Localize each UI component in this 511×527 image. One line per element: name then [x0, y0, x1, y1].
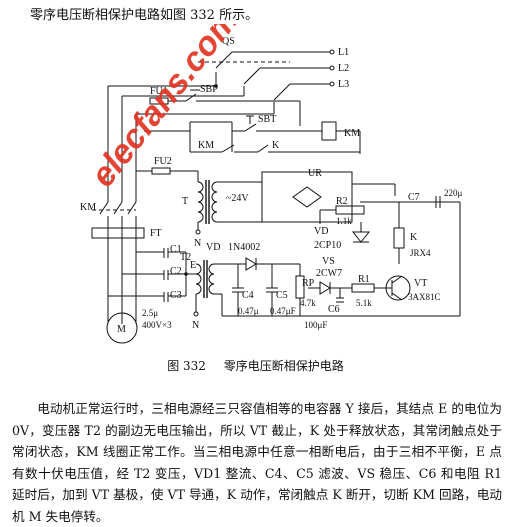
label-vs: VS — [322, 256, 335, 267]
label-c4v: 0.47μ — [238, 306, 259, 316]
label-c7: C7 — [408, 192, 420, 203]
transformer-t2: T2 N — [180, 252, 236, 331]
label-fu1: FU1 — [150, 86, 168, 97]
label-km-contact: KM — [198, 140, 214, 151]
label-24v: ~24V — [226, 193, 249, 204]
label-km-coil: KM — [344, 128, 360, 139]
thermal-relay-ft — [91, 227, 145, 239]
label-krel: JRX4 — [410, 248, 431, 258]
transistor-vt — [385, 275, 411, 301]
label-r1: R1 — [358, 274, 370, 285]
relay-k — [393, 227, 405, 249]
body-paragraph: 电动机正常运行时，三相电源经三只容值相等的电容器 Y 接后，其结点 E 的电位为… — [12, 401, 502, 524]
label-c5v: 0.47μF — [270, 306, 296, 316]
label-ft: FT — [150, 228, 162, 239]
motor-branch: KM FT M — [80, 201, 162, 344]
label-qs: QS — [222, 36, 235, 47]
label-fu2: FU2 — [154, 156, 172, 167]
label-k: K — [410, 232, 418, 243]
switch-qs: QS — [198, 36, 291, 114]
label-c6: C6 — [328, 304, 340, 315]
label-c6v: 100μF — [304, 320, 327, 330]
label-sbt: SBT — [258, 114, 276, 125]
label-t2: T2 — [180, 252, 191, 263]
figure-caption: 图 332 零序电压断相保护电路 — [0, 357, 511, 374]
label-vtv: 3AX81C — [408, 292, 441, 302]
label-l1: L1 — [338, 47, 349, 58]
label-sbp: SBP — [200, 84, 218, 95]
label-c5: C5 — [276, 290, 288, 301]
label-ur: UR — [308, 168, 322, 179]
label-k-contact: K — [272, 140, 280, 151]
caption-number: 图 332 — [167, 359, 206, 373]
label-vt: VT — [414, 278, 427, 289]
label-c4: C4 — [242, 290, 254, 301]
label-l2: L2 — [338, 63, 349, 74]
label-c2: C2 — [170, 266, 182, 277]
label-rpv: 4.7k — [300, 298, 316, 308]
label-t: T — [182, 196, 188, 207]
label-r1v: 5.1k — [356, 298, 372, 308]
label-vd: VD — [206, 242, 220, 253]
relay-section: R2 1.1k C7 220μ VD 2CP10 K JRX4 — [314, 188, 463, 316]
label-n1: N — [194, 238, 201, 249]
label-vd2: VD — [314, 226, 328, 237]
transformer-t: FU2 T ~24V N — [136, 156, 262, 249]
label-km-left: KM — [80, 202, 96, 213]
label-c7v: 220μ — [444, 188, 463, 198]
control-circuit: FU1 SBP SBT KM KM K — [144, 84, 361, 154]
caption-title: 零序电压断相保护电路 — [223, 359, 344, 373]
three-phase-lines: L1 L2 L3 — [232, 47, 349, 90]
label-cval2: 400V×3 — [142, 320, 172, 330]
label-vsv: 2CW7 — [316, 268, 342, 279]
label-vdpart: 1N4002 — [228, 242, 260, 253]
label-r2v: 1.1k — [336, 216, 352, 226]
circuit-diagram: L1 L2 L3 QS FU1 SBP SBT — [80, 24, 463, 344]
label-motor: M — [117, 324, 126, 335]
rectifier-ur: UR — [261, 168, 396, 223]
km-coil — [321, 121, 337, 141]
label-l3: L3 — [338, 79, 349, 90]
capacitor-star: C1 C2 C3 E 2.5μ 400V×3 — [108, 244, 196, 330]
main-bus — [107, 84, 274, 202]
label-r2: R2 — [336, 196, 348, 207]
label-rp: RP — [302, 278, 315, 289]
detector-stage: VD 1N4002 C4 0.47μ C5 0.47μF RP 4.7k VS … — [206, 242, 460, 330]
label-n2: N — [192, 320, 199, 331]
label-cval: 2.5μ — [142, 308, 158, 318]
intro-text: 零序电压断相保护电路如图 332 所示。 — [30, 8, 259, 23]
label-vd2b: 2CP10 — [314, 240, 341, 251]
label-c1: C1 — [170, 244, 182, 255]
label-e: E — [190, 260, 196, 271]
motor — [106, 312, 138, 344]
